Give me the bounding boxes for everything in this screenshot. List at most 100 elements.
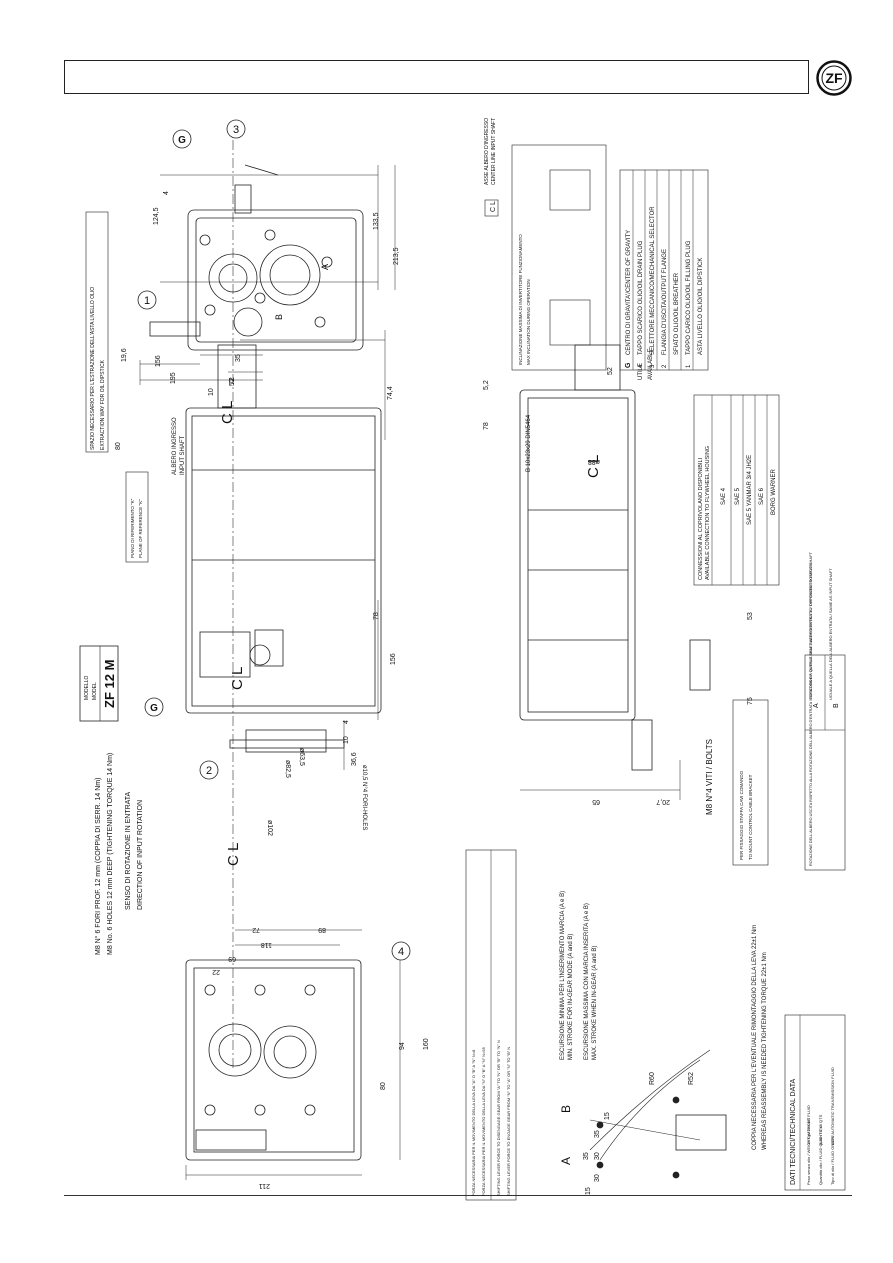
- svg-text:30: 30: [594, 1152, 601, 1160]
- bolts-note: M8 N°4 VITI / BOLTS PER FISSAGGIO STAFFA…: [705, 699, 769, 866]
- dim-35: 35: [235, 354, 242, 362]
- svg-text:C L: C L: [490, 201, 497, 212]
- lever-labels: A B R60 R52 35 30 30 35 15 15: [559, 1072, 695, 1195]
- svg-text:MIN. STROKE FOR IN-GEAR MODE (: MIN. STROKE FOR IN-GEAR MODE (A and B): [568, 934, 574, 1060]
- zf-logo: ZF: [816, 60, 852, 96]
- dim-72-front: 72: [252, 926, 260, 933]
- svg-text:M8 No. 6 HOLES 12 mm DEEP (TIG: M8 No. 6 HOLES 12 mm DEEP (TIGHTENING TO…: [107, 753, 114, 955]
- svg-text:C L: C L: [219, 401, 236, 424]
- svg-text:53: 53: [747, 612, 754, 620]
- dim-dia-102: ø102: [266, 820, 273, 836]
- svg-text:SELETTORE MECCANICO/MECHANICAL: SELETTORE MECCANICO/MECHANICAL SELECTOR: [650, 206, 656, 355]
- svg-text:SHIFTING LEVER FORCE TO ENGAGE: SHIFTING LEVER FORCE TO ENGAGE GEAR FROM…: [506, 1047, 511, 1196]
- svg-text:SPAZIO NECESSARIO PER L'ESTRAZ: SPAZIO NECESSARIO PER L'ESTRAZIONE DELL'…: [90, 287, 96, 450]
- lever-B: B: [559, 1105, 573, 1113]
- holes-note: M8 N° 6 FORI PROF. 12 mm (COPPIA DI SERR…: [94, 753, 114, 955]
- svg-text:15 Kg / 33 LBS: 15 Kg / 33 LBS: [806, 1118, 811, 1145]
- svg-text:AVAILABLE: AVAILABLE: [648, 349, 654, 380]
- svg-text:78: 78: [483, 422, 490, 430]
- svg-text:20,7: 20,7: [656, 798, 670, 805]
- svg-text:M8 N°4 VITI / BOLTS: M8 N°4 VITI / BOLTS: [705, 739, 714, 815]
- svg-text:SAE 6: SAE 6: [759, 487, 765, 505]
- svg-text:CONNESSIONI AL COPRIVOLANO DIS: CONNESSIONI AL COPRIVOLANO DISPONIBILI: [698, 457, 704, 580]
- dim-156: 156: [155, 355, 162, 367]
- svg-text:FLANGIA D'USCITA/OUTPUT FLANGE: FLANGIA D'USCITA/OUTPUT FLANGE: [662, 249, 668, 355]
- dim-19-6: 19,6: [121, 348, 128, 362]
- svg-text:DATI TECNICI/TECHNICAL DATA: DATI TECNICI/TECHNICAL DATA: [790, 1078, 797, 1185]
- dim-holes: ø10,5 N°4 FORI-HOLES: [361, 765, 367, 830]
- svg-text:SHIFTING LEVER FORCE TO DISENG: SHIFTING LEVER FORCE TO DISENGAGE GEAR F…: [496, 1040, 501, 1196]
- svg-text:3: 3: [233, 124, 239, 136]
- svg-text:CENTER LINE INPUT SHAFT: CENTER LINE INPUT SHAFT: [491, 118, 497, 185]
- header-box: [64, 60, 809, 94]
- dim-133-5: 133,5: [373, 212, 380, 230]
- callout-B-top: B: [274, 314, 284, 320]
- svg-text:30: 30: [594, 1174, 601, 1182]
- svg-text:TO MOUNT CONTROL CABLE BRACKET: TO MOUNT CONTROL CABLE BRACKET: [748, 774, 753, 860]
- callout-4-front: 4: [391, 941, 411, 961]
- svg-text:SAE 4: SAE 4: [721, 487, 727, 505]
- centerline-front: C L: [225, 843, 242, 866]
- svg-text:35: 35: [583, 1152, 590, 1160]
- stroke-notes: ESCURSIONE MINIMA PER L'INSERIMENTO MARC…: [560, 891, 598, 1060]
- dim-213-5: 213,5: [393, 247, 400, 265]
- svg-text:TAPPO SCARICO OLIO/OIL DRAIN P: TAPPO SCARICO OLIO/OIL DRAIN PLUG: [638, 240, 644, 355]
- svg-text:G: G: [150, 703, 158, 714]
- svg-text:ESCURSIONE MINIMA PER L'INSERI: ESCURSIONE MINIMA PER L'INSERIMENTO MARC…: [560, 891, 566, 1060]
- svg-text:M8 N° 6 FORI PROF. 12 mm (: M8 N° 6 FORI PROF. 12 mm (COPPIA DI SERR…: [94, 778, 102, 955]
- dim-211: 211: [259, 1182, 270, 1189]
- svg-text:BORG WARNER: BORG WARNER: [771, 469, 777, 515]
- front-view: [185, 929, 401, 1180]
- dim-72: 72: [229, 377, 236, 385]
- svg-text:EXTRACTION WAY FOR OIL DIPSTIC: EXTRACTION WAY FOR OIL DIPSTICK: [100, 359, 106, 450]
- svg-text:ASTA LIVELLO OLIO/OIL DIPSTICK: ASTA LIVELLO OLIO/OIL DIPSTICK: [698, 258, 704, 355]
- svg-text:AVAILABLE CONNECTION TO FLYWHE: AVAILABLE CONNECTION TO FLYWHEEL HOUSING: [705, 446, 711, 580]
- callout-3-top: 3: [226, 119, 246, 139]
- side-view-labels: 10 52 80 74,4 78 156 4 10 36,6 ø102 ø82,…: [115, 378, 397, 836]
- side-view: [185, 330, 386, 770]
- svg-text:UTILE: UTILE: [638, 363, 644, 380]
- svg-text:UGUALE A QUELLA DELL'ALBERO EN: UGUALE A QUELLA DELL'ALBERO ENTRATA / SA…: [828, 568, 833, 700]
- dim-22: 22: [212, 968, 220, 975]
- dim-10-side: 10: [208, 388, 215, 396]
- svg-text:PIANO DI RIFERIMENTO "K": PIANO DI RIFERIMENTO "K": [130, 498, 135, 558]
- tech-data-box: DATI TECNICI/TECHNICAL DATA Peso senza o…: [784, 1014, 846, 1191]
- svg-text:CONCORDE A QUELLA DELL'ALBERO: CONCORDE A QUELLA DELL'ALBERO ENTRATA / …: [808, 551, 813, 700]
- dim-R60: R60: [649, 1072, 656, 1085]
- svg-text:FORZA NECESSARIA PER IL MOVIME: FORZA NECESSARIA PER IL MOVIMENTO DELLA …: [471, 1049, 476, 1196]
- dim-4-side: 4: [343, 720, 350, 724]
- svg-text:SAE 5 YANMAR 3/4 JH2E: SAE 5 YANMAR 3/4 JH2E: [747, 455, 753, 525]
- svg-text:FORZA NECESSARIA PER IL MOVIME: FORZA NECESSARIA PER IL MOVIMENTO DELLA …: [481, 1046, 486, 1196]
- svg-text:TAPPO CARICO OLIO/OIL FILLING: TAPPO CARICO OLIO/OIL FILLING PLUG: [686, 240, 692, 355]
- svg-text:52: 52: [607, 367, 614, 375]
- dim-94: 94: [399, 1042, 406, 1050]
- dim-74-4: 74,4: [387, 386, 394, 400]
- inclination-box: INCLINAZIONE MASSIMA DI INVERTITORE FUNZ…: [511, 144, 607, 371]
- dim-78-side: 78: [373, 612, 380, 620]
- svg-text:CENTRO DI GRAVITA'/CENTER OF G: CENTRO DI GRAVITA'/CENTER OF GRAVITY: [626, 230, 632, 355]
- svg-text:2: 2: [662, 364, 668, 368]
- svg-text:C L: C L: [585, 455, 602, 478]
- dim-4: 4: [163, 191, 170, 195]
- svg-text:ZF 12 M: ZF 12 M: [102, 660, 117, 708]
- svg-text:2: 2: [206, 765, 212, 777]
- torque-note: COPPIA NECESSARIA PER L'EVENTUALE RIMONT…: [752, 925, 768, 1150]
- svg-text:Quantità olio / FLUID QUANTITY: Quantità olio / FLUID QUANTITY: [818, 1126, 823, 1185]
- dim-52-side: 52: [229, 378, 236, 386]
- svg-text:5,2: 5,2: [483, 380, 490, 390]
- connections-table: CONNESSIONI AL COPRIVOLANO DISPONIBILI A…: [693, 394, 780, 586]
- lever-drawing: [589, 1049, 727, 1179]
- svg-text:MAX. STROKE WHEN IN-GEAR (A an: MAX. STROKE WHEN IN-GEAR (A and B): [592, 946, 598, 1060]
- svg-text:3: 3: [650, 364, 656, 368]
- legend-box: G CENTRO DI GRAVITA'/CENTER OF GRAVITY 4…: [619, 169, 709, 371]
- svg-text:MODELLO: MODELLO: [84, 675, 90, 700]
- svg-text:4: 4: [398, 946, 404, 958]
- zf-logo-text: ZF: [825, 70, 843, 86]
- callout-G-top: G: [172, 129, 192, 149]
- svg-text:15: 15: [585, 1187, 592, 1195]
- svg-text:ATF / AUTOMATIC TRANSMISSION F: ATF / AUTOMATIC TRANSMISSION FLUID: [830, 1067, 835, 1145]
- svg-text:MAX INCLINATION DURING OPERATI: MAX INCLINATION DURING OPERATION: [526, 279, 531, 365]
- dim-80-side: 80: [115, 442, 122, 450]
- svg-text:B: B: [833, 703, 840, 708]
- svg-text:1: 1: [144, 295, 150, 307]
